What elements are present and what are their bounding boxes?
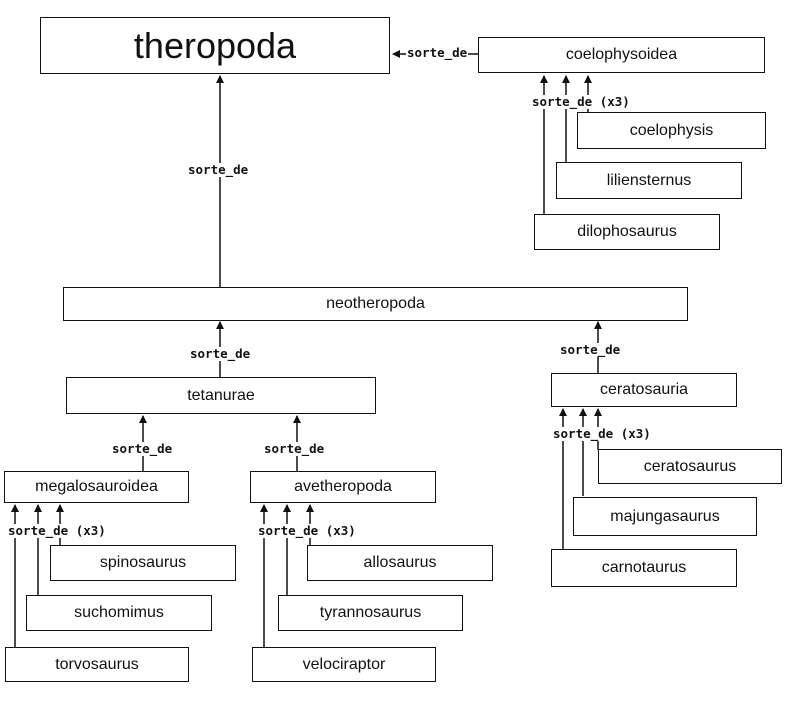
label-neotheropoda-theropoda: sorte_de [187, 162, 250, 177]
label-coelophysoidea-theropoda: sorte_de [406, 45, 469, 60]
node-majungasaurus: majungasaurus [573, 497, 757, 536]
node-allosaurus: allosaurus [307, 545, 493, 581]
node-spinosaurus: spinosaurus [50, 545, 236, 581]
node-suchomimus: suchomimus [26, 595, 212, 631]
node-megalosauroidea: megalosauroidea [4, 471, 189, 503]
node-carnotaurus: carnotaurus [551, 549, 737, 587]
label-megalosauroidea-tetanurae: sorte_de [111, 441, 174, 456]
label-ceratosauria-children: sorte_de (x3) [552, 426, 652, 441]
node-dilophosaurus: dilophosaurus [534, 214, 720, 250]
node-coelophysis: coelophysis [577, 112, 766, 149]
node-ceratosauria: ceratosauria [551, 373, 737, 407]
label-coelophysoidea-children: sorte_de (x3) [531, 94, 631, 109]
node-theropoda: theropoda [40, 17, 390, 74]
node-velociraptor: velociraptor [252, 647, 436, 682]
node-coelophysoidea: coelophysoidea [478, 37, 765, 73]
label-megalosauroidea-children: sorte_de (x3) [7, 523, 107, 538]
label-tetanurae-neotheropoda: sorte_de [189, 346, 252, 361]
node-neotheropoda: neotheropoda [63, 287, 688, 321]
node-ceratosaurus: ceratosaurus [598, 449, 782, 484]
label-avetheropoda-tetanurae: sorte_de [263, 441, 326, 456]
node-tyrannosaurus: tyrannosaurus [278, 595, 463, 631]
node-tetanurae: tetanurae [66, 377, 376, 414]
node-avetheropoda: avetheropoda [250, 471, 436, 503]
label-avetheropoda-children: sorte_de (x3) [257, 523, 357, 538]
node-torvosaurus: torvosaurus [5, 647, 189, 682]
node-liliensternus: liliensternus [556, 162, 742, 199]
label-ceratosauria-neotheropoda: sorte_de [559, 342, 622, 357]
